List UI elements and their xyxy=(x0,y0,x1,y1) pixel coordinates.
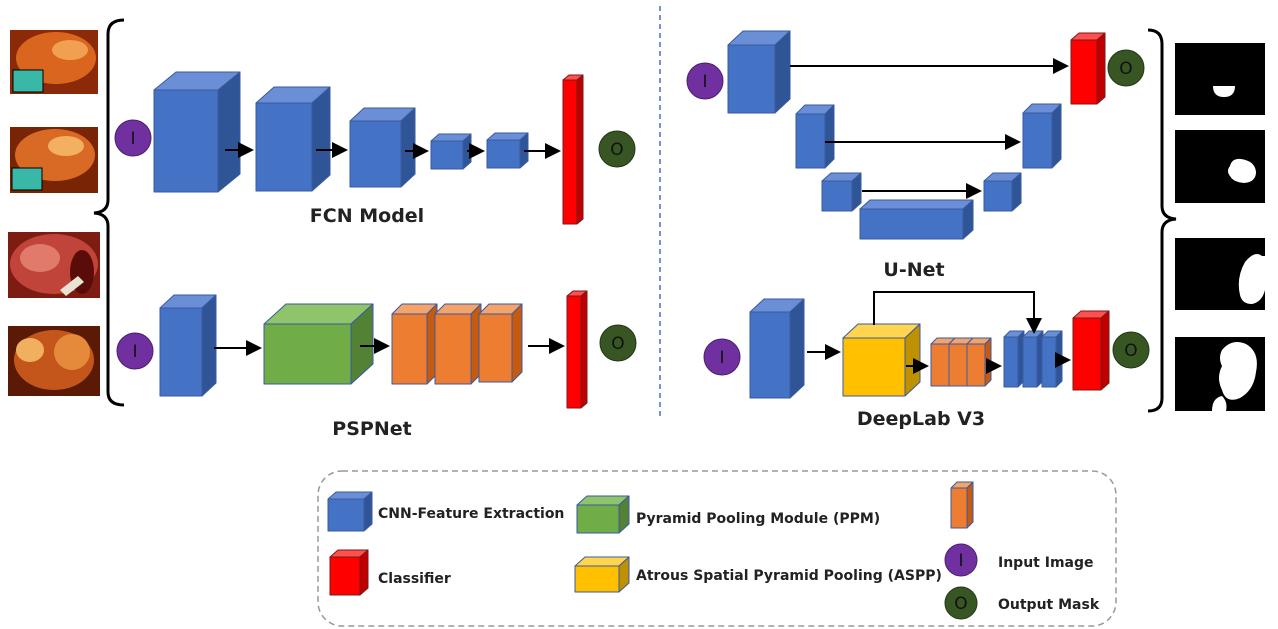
svg-text:I: I xyxy=(702,72,707,92)
legend-cnn-swatch xyxy=(327,491,373,532)
unet-decoder-block-2 xyxy=(1022,103,1062,169)
pspnet-pooling-block-1 xyxy=(391,303,438,385)
fcn-cnn-block-1 xyxy=(153,71,241,193)
svg-text:O: O xyxy=(611,334,624,354)
legend-input-label: Input Image xyxy=(998,555,1094,571)
legend: CNN-Feature Extraction Classifier Pyrami… xyxy=(317,470,1117,627)
legend-input-circle: I xyxy=(944,543,978,577)
endoscopy-image-2 xyxy=(10,127,98,193)
unet-bottleneck-block xyxy=(859,199,974,240)
fcn-model: I O FCN Model xyxy=(114,71,636,227)
fcn-cnn-block-2 xyxy=(255,86,331,192)
deeplab-input-circle: I xyxy=(703,338,741,376)
unet-encoder-block-2 xyxy=(795,104,835,169)
deeplab-output-circle: O xyxy=(1112,331,1150,369)
legend-frame xyxy=(317,470,1117,627)
legend-pooling-swatch xyxy=(950,481,974,529)
unet-encoder-block-1 xyxy=(727,30,791,114)
endoscopy-image-4 xyxy=(8,326,100,396)
deeplab-model: I O DeepLab V3 xyxy=(703,291,1150,430)
legend-classifier-swatch xyxy=(329,549,369,596)
endoscopy-image-3 xyxy=(8,232,100,298)
deeplab-aspp-block xyxy=(842,323,921,397)
svg-text:O: O xyxy=(1124,341,1137,361)
deeplab-cnn-small-1 xyxy=(1003,330,1025,388)
deeplab-arrows xyxy=(807,291,1071,374)
legend-output-circle: O xyxy=(944,586,978,620)
unet-model: I O U-Net xyxy=(686,30,1145,281)
unet-output-circle: O xyxy=(1107,49,1145,87)
left-bracket xyxy=(93,18,125,407)
fcn-cnn-block-5 xyxy=(486,132,529,169)
output-mask-3 xyxy=(1175,238,1265,310)
legend-ppm-swatch xyxy=(576,495,630,534)
pspnet-classifier xyxy=(566,290,588,409)
pspnet-pooling-block-2 xyxy=(434,303,482,385)
output-mask-4 xyxy=(1175,337,1265,411)
pspnet-output-circle: O xyxy=(599,324,637,362)
fcn-classifier xyxy=(562,74,584,225)
deeplab-cnn-block xyxy=(749,298,805,399)
svg-text:I: I xyxy=(132,342,137,362)
deeplab-cnn-small-2 xyxy=(1022,330,1044,388)
right-bracket xyxy=(1147,28,1177,413)
fcn-input-circle: I xyxy=(114,119,152,157)
fcn-title: FCN Model xyxy=(310,205,424,227)
output-masks xyxy=(1175,43,1265,411)
pspnet-ppm-block xyxy=(263,303,374,385)
deeplab-title: DeepLab V3 xyxy=(857,408,985,430)
legend-cnn-label: CNN-Feature Extraction xyxy=(378,506,564,522)
svg-text:O: O xyxy=(954,594,967,614)
unet-classifier xyxy=(1070,32,1106,105)
pspnet-title: PSPNet xyxy=(332,418,411,440)
fcn-arrows xyxy=(225,142,561,159)
deeplab-classifier xyxy=(1072,310,1110,391)
unet-title: U-Net xyxy=(883,259,944,281)
pspnet-input-circle: I xyxy=(116,332,154,370)
svg-text:I: I xyxy=(719,348,724,368)
legend-classifier-label: Classifier xyxy=(378,571,451,587)
svg-text:O: O xyxy=(1119,59,1132,79)
endoscopy-image-1 xyxy=(10,30,98,94)
fcn-cnn-block-3 xyxy=(349,107,416,188)
pspnet-arrows xyxy=(214,338,565,356)
output-mask-1 xyxy=(1175,43,1265,115)
legend-aspp-label: Atrous Spatial Pyramid Pooling (ASPP) xyxy=(636,568,942,584)
input-endoscopy-images xyxy=(8,30,100,396)
legend-output-label: Output Mask xyxy=(998,597,1100,613)
legend-aspp-swatch xyxy=(574,556,630,593)
unet-encoder-block-3 xyxy=(821,172,862,212)
pspnet-cnn-block xyxy=(159,294,217,397)
legend-ppm-label: Pyramid Pooling Module (PPM) xyxy=(636,511,880,527)
svg-text:I: I xyxy=(958,551,963,571)
pspnet-model: I O PSPNet xyxy=(116,290,637,440)
unet-skip-arrows xyxy=(790,58,1069,199)
deeplab-pooling-block-3 xyxy=(966,337,992,387)
pspnet-pooling-block-3 xyxy=(478,303,523,383)
unet-input-circle: I xyxy=(686,62,724,100)
unet-decoder-block-3 xyxy=(983,172,1022,212)
svg-text:I: I xyxy=(130,129,135,149)
fcn-output-circle: O xyxy=(598,130,636,168)
fcn-cnn-block-4 xyxy=(430,133,472,170)
svg-text:O: O xyxy=(610,140,623,160)
output-mask-2 xyxy=(1175,130,1265,203)
